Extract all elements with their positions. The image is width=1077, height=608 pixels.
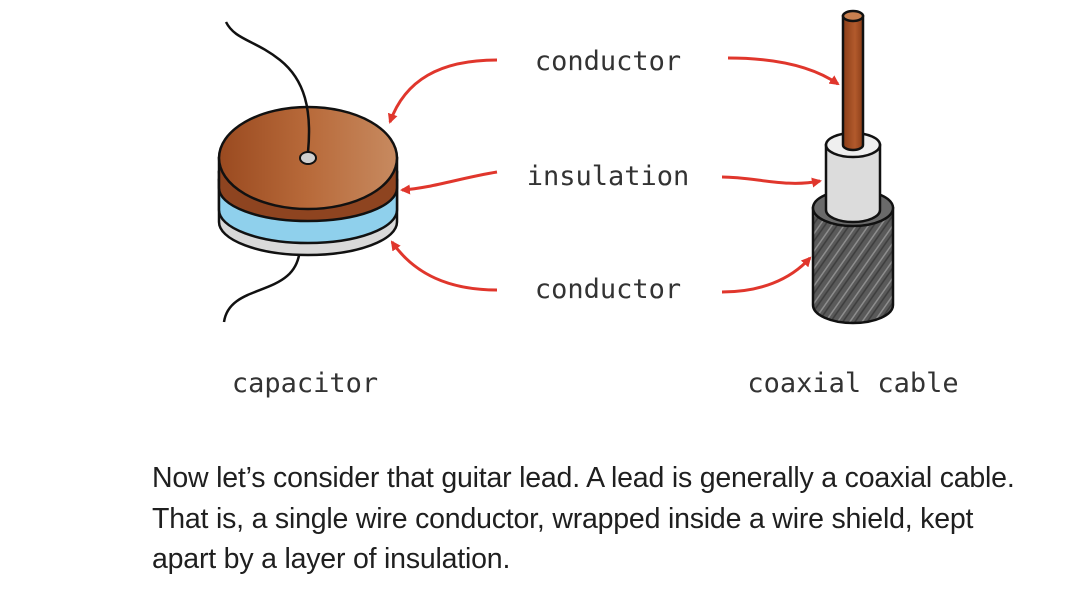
capacitor-coax-diagram: conductor insulation conductor capacitor…	[217, 9, 959, 399]
coax-shield	[811, 206, 895, 325]
label-conductor-bottom: conductor	[535, 274, 681, 305]
caption-coaxial-cable: coaxial cable	[747, 368, 958, 399]
arrow-conductor-top-left	[387, 58, 498, 124]
capacitor-bottom-lead	[222, 244, 302, 323]
coax-inner-conductor	[841, 14, 865, 152]
label-insulation: insulation	[527, 161, 690, 192]
arrow-insulation-right	[721, 175, 822, 188]
arrow-conductor-bottom-right	[721, 256, 812, 294]
coax-insulation	[824, 143, 882, 224]
arrow-conductor-bottom-left	[390, 240, 498, 292]
caption-capacitor: capacitor	[232, 368, 378, 399]
arrow-conductor-top-right	[727, 56, 840, 86]
label-conductor-top: conductor	[535, 46, 681, 77]
capacitor-illustration	[217, 21, 399, 323]
body-paragraph: Now let’s consider that guitar lead. A l…	[152, 462, 1015, 575]
arrows	[387, 56, 840, 294]
coaxial-cable-illustration	[811, 9, 895, 325]
arrow-insulation-left	[400, 170, 498, 195]
capacitor-top-lead	[224, 21, 311, 153]
capacitor-lead-terminal	[299, 151, 317, 165]
